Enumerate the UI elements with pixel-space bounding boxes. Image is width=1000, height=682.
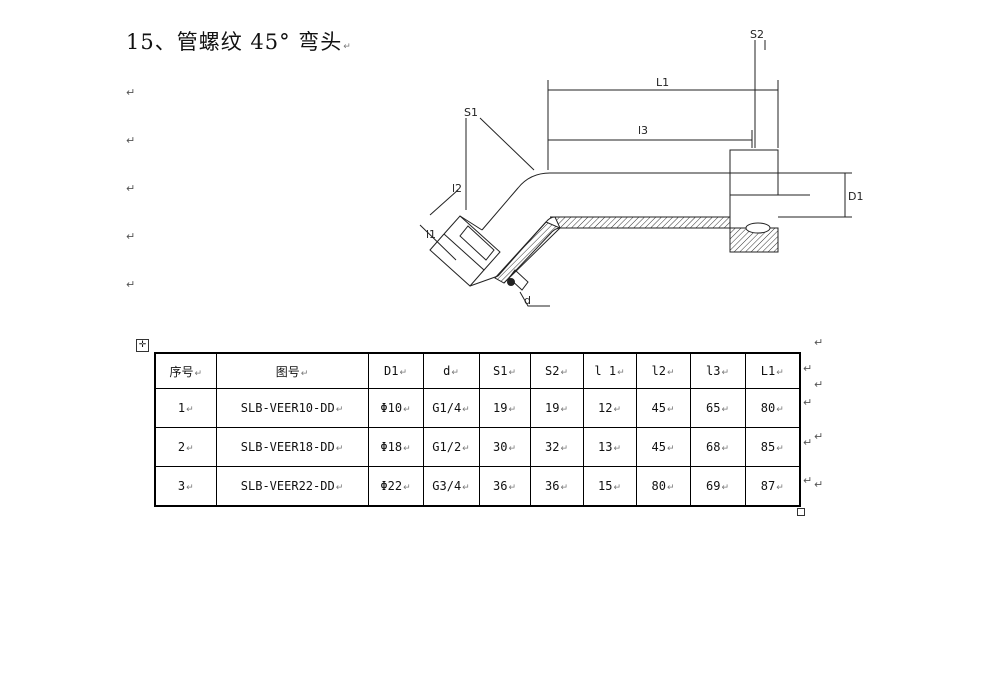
table-cell: 80↵ [635,466,691,507]
table-cell: 45↵ [635,388,691,428]
row-end-mark: ↵ [803,396,813,409]
table-cell: 3↵ [154,466,217,507]
table-cell: 87↵ [744,466,801,507]
table-cell: 68↵ [689,427,746,467]
label-l3: l3 [638,124,648,137]
row-end-mark: ↵ [803,474,813,487]
header-cell: D1↵ [367,352,424,389]
label-s2: S2 [750,28,764,41]
row-end-mark: ↵ [803,436,813,449]
header-cell: l3↵ [689,352,746,389]
spec-table: 序号↵ 图号↵ D1↵ d↵ S1↵ S2↵ l 1↵ l2↵ l3↵ L1↵ … [154,352,801,507]
table-cell: 2↵ [154,427,217,467]
table-cell: 32↵ [529,427,584,467]
table-cell: SLB-VEER18-DD↵ [215,427,369,467]
table-row: 1↵ SLB-VEER10-DD↵ Φ10↵ G1/4↵ 19↵ 19↵ 12↵… [154,388,801,428]
paragraph-mark: ↵ [126,182,136,195]
table-cell: 30↵ [478,427,531,467]
row-end-mark: ↵ [803,362,813,375]
table-cell: 69↵ [689,466,746,507]
table-cell: Φ10↵ [367,388,424,428]
header-cell: d↵ [422,352,480,389]
paragraph-mark: ↵ [343,42,352,52]
row-end-mark: ↵ [814,478,824,491]
header-cell: 序号↵ [154,352,217,389]
label-l1: L1 [656,76,669,89]
header-cell: S1↵ [478,352,531,389]
header-cell: S2↵ [529,352,584,389]
table-move-handle[interactable]: ✛ [136,339,149,352]
table-header-row: 序号↵ 图号↵ D1↵ d↵ S1↵ S2↵ l 1↵ l2↵ l3↵ L1↵ [154,352,801,389]
paragraph-mark: ↵ [126,278,136,291]
table-cell: 15↵ [582,466,637,507]
label-d: d [524,294,531,307]
elbow-fitting-drawing: S2 L1 l3 S1 l2 l1 D1 d [419,28,863,307]
table-cell: 36↵ [529,466,584,507]
table-cell: 65↵ [689,388,746,428]
table-cell: 45↵ [635,427,691,467]
table-row: 2↵ SLB-VEER18-DD↵ Φ18↵ G1/2↵ 30↵ 32↵ 13↵… [154,427,801,467]
table-resize-handle[interactable] [797,508,805,516]
row-end-mark: ↵ [814,430,824,443]
table-cell: 12↵ [582,388,637,428]
row-end-mark: ↵ [814,336,824,349]
table-cell: SLB-VEER10-DD↵ [215,388,369,428]
table-cell: 36↵ [478,466,531,507]
header-cell: 图号↵ [215,352,369,389]
table-cell: G1/4↵ [422,388,480,428]
table-cell: 80↵ [744,388,801,428]
table-cell: 85↵ [744,427,801,467]
table-cell: 19↵ [529,388,584,428]
header-cell: l 1↵ [582,352,637,389]
table-cell: Φ22↵ [367,466,424,507]
label-l2: l2 [452,182,462,195]
paragraph-mark: ↵ [126,134,136,147]
title-text: 15、管螺纹 45° 弯头 [126,30,343,54]
paragraph-mark: ↵ [126,86,136,99]
label-l1-small: l1 [426,228,436,241]
table-cell: 13↵ [582,427,637,467]
row-end-mark: ↵ [814,378,824,391]
document-title: 15、管螺纹 45° 弯头↵ [126,26,352,56]
label-s1: S1 [464,106,478,119]
table-cell: 1↵ [154,388,217,428]
table-cell: 19↵ [478,388,531,428]
paragraph-mark: ↵ [126,230,136,243]
table-cell: Φ18↵ [367,427,424,467]
header-cell: L1↵ [744,352,801,389]
table-cell: SLB-VEER22-DD↵ [215,466,369,507]
table-cell: G1/2↵ [422,427,480,467]
header-cell: l2↵ [635,352,691,389]
table-row: 3↵ SLB-VEER22-DD↵ Φ22↵ G3/4↵ 36↵ 36↵ 15↵… [154,466,801,507]
table-cell: G3/4↵ [422,466,480,507]
label-d1: D1 [848,190,863,203]
